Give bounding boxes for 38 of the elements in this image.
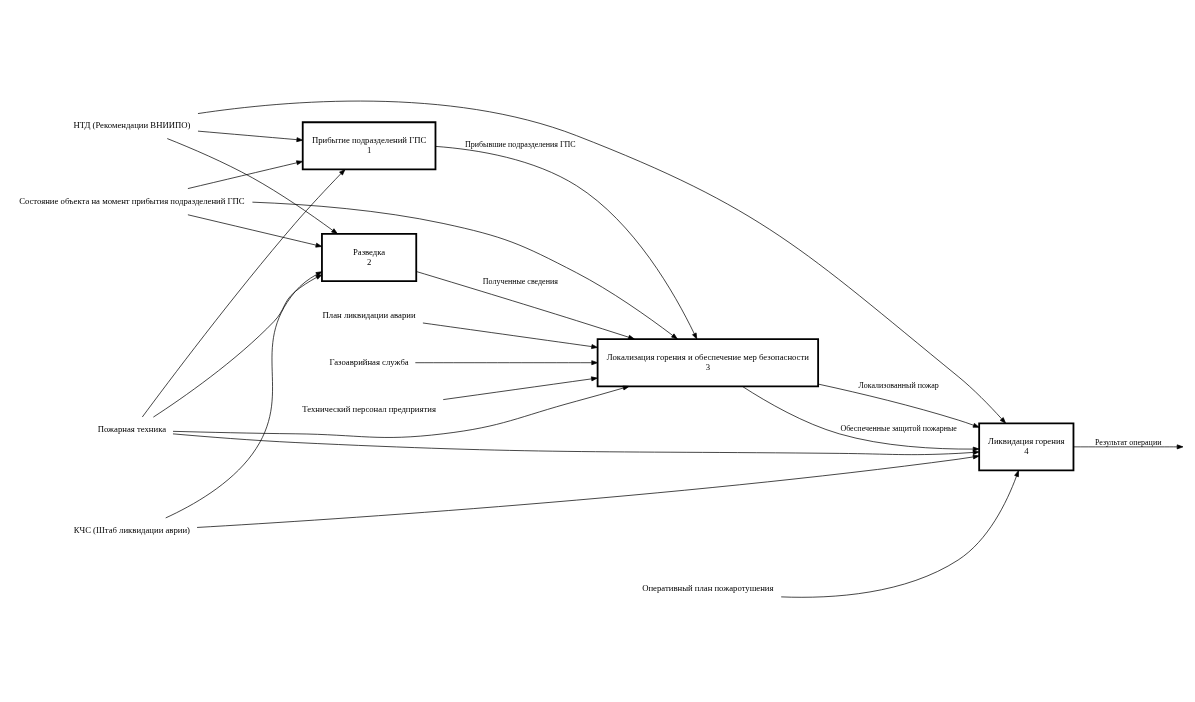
arrow (741, 385, 980, 451)
arrow (165, 270, 323, 518)
arrow (415, 270, 635, 340)
arrow (422, 322, 598, 349)
arrow (442, 376, 598, 400)
edge-label: Полученные сведения (482, 276, 558, 286)
arrow (197, 130, 304, 142)
arrow (187, 159, 303, 189)
node-box: Локализация горения и обеспечение мер безопасности 3 (596, 337, 820, 387)
node-text: Состояние объекта на момент прибытия подразделений ГПС (19, 195, 245, 206)
node-box: Разведка 2 (321, 232, 418, 282)
arrow (153, 273, 323, 417)
arrow (141, 168, 346, 417)
node-text: КЧС (Штаб ликвидации аврии) (73, 524, 190, 535)
node-text: Технический персонал предприятия (302, 403, 436, 414)
arrow (196, 454, 980, 528)
arrow (1073, 443, 1184, 449)
arrow (187, 213, 323, 247)
arrow (172, 433, 980, 455)
node-text: Газоаврийная служба (329, 356, 409, 367)
node-box: Прибытие подразделений ГПС 1 (301, 120, 437, 170)
arrow (435, 145, 698, 339)
edge-label: Результат операции (1095, 437, 1162, 447)
arrow (817, 383, 980, 428)
arrow (414, 359, 598, 365)
edge-label: Прибывшие подразделения ГПС (465, 139, 576, 149)
node-text: План ликвидации аварии (322, 309, 416, 320)
arrow (197, 100, 1006, 424)
node-text: Пожарная техника (97, 423, 167, 434)
arrow (166, 137, 338, 234)
node-box: Ликвидация горения 4 (978, 421, 1075, 471)
arrow (172, 385, 630, 438)
edge-label: Обеспеченные защитой пожарные (840, 423, 957, 433)
node-text: НТД (Рекомендации ВНИИПО) (73, 119, 191, 130)
node-text: Оперативный план пожаротушения (642, 582, 774, 593)
edge-label: Локализованный пожар (858, 380, 939, 390)
arrow (252, 201, 678, 339)
arrow (780, 469, 1019, 598)
